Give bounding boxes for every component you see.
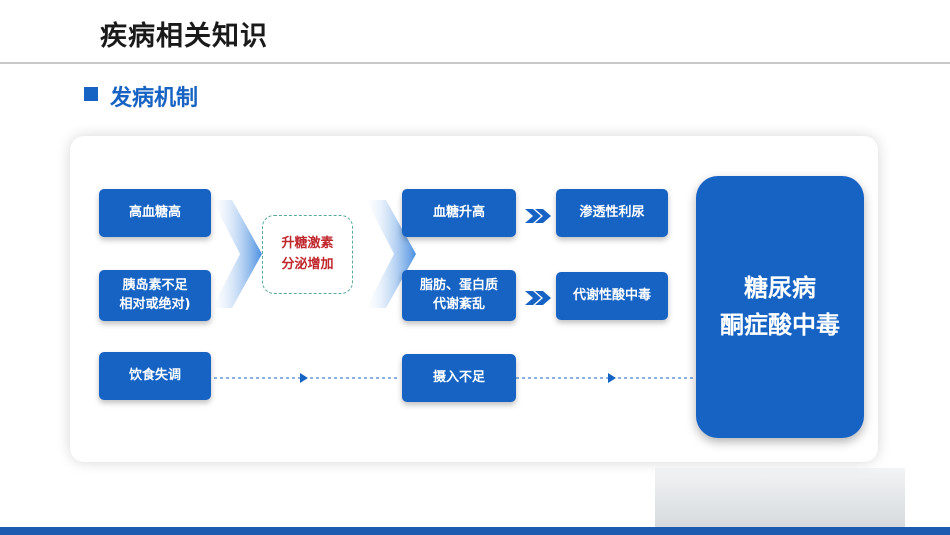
section-title: 发病机制: [110, 86, 199, 111]
cause-box-high-glucose: 高血糖高: [99, 189, 211, 237]
effect-box-acidosis: 代谢性酸中毒: [556, 272, 668, 320]
hormone-box: 升糖激素 分泌增加: [262, 215, 353, 294]
decorative-background-image: [655, 468, 905, 527]
result-box: 糖尿病 酮症酸中毒: [696, 176, 864, 438]
page-title: 疾病相关知识: [100, 21, 268, 52]
mid-box-metabolism: 脂肪、蛋白质 代谢紊乱: [402, 270, 516, 321]
bottom-accent-bar: [0, 527, 950, 535]
mid-box-intake: 摄入不足: [402, 354, 516, 402]
cause-box-diet: 饮食失调: [99, 352, 211, 400]
cause-box-insulin: 胰岛素不足 相对或绝对): [99, 270, 211, 321]
square-bullet-icon: [84, 87, 98, 101]
title-divider: [0, 62, 950, 64]
mid-box-glucose-rise: 血糖升高: [402, 189, 516, 237]
effect-box-diuresis: 渗透性利尿: [556, 189, 668, 237]
